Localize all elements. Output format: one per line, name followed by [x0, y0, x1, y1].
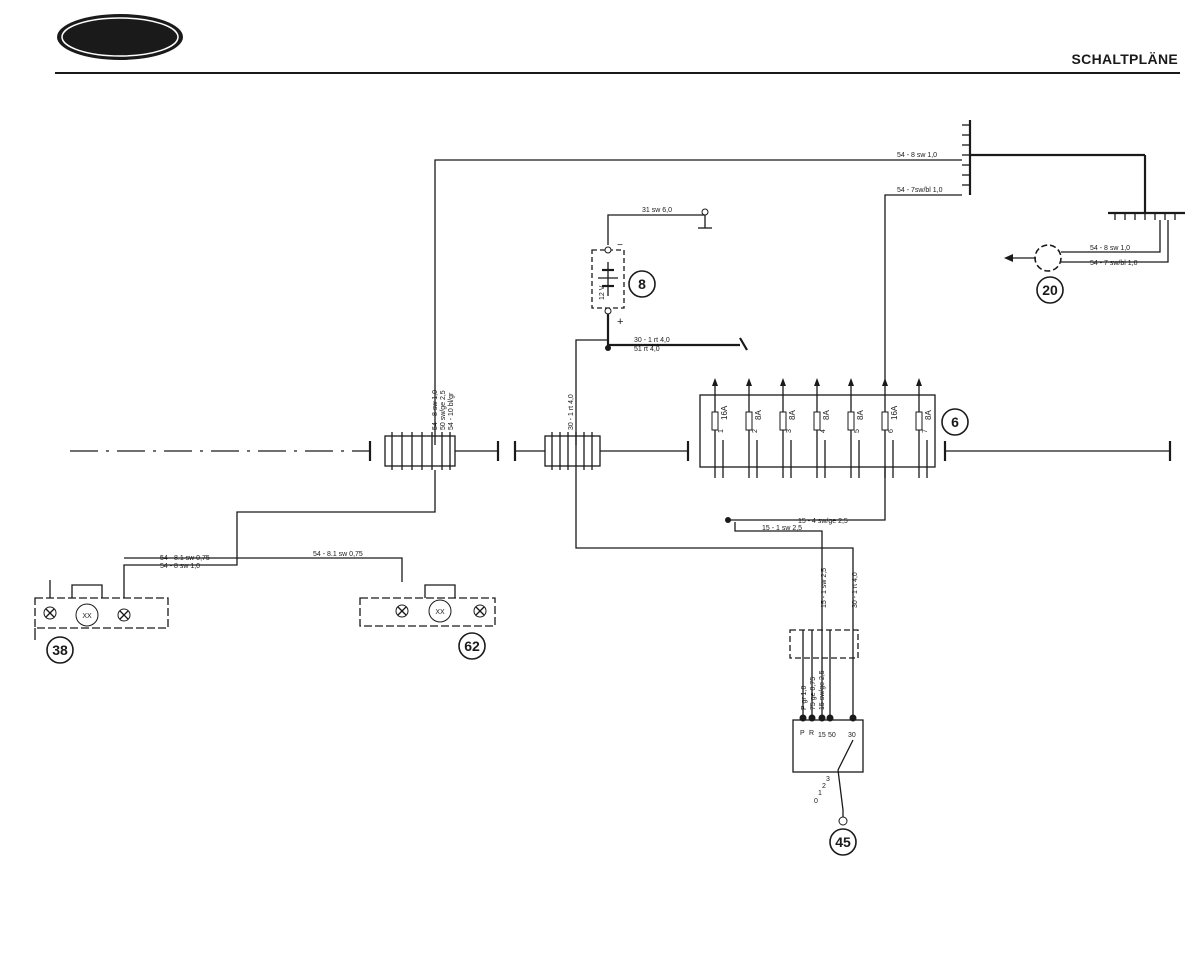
lamp-62: 54 - 8.1 sw 0,75 XX 62: [124, 551, 496, 660]
svg-text:2: 2: [822, 783, 826, 790]
svg-text:54 - 7sw/bl 1,0: 54 - 7sw/bl 1,0: [897, 187, 943, 194]
battery-8: 31 sw 6,0 12 V − + 8 30 - 1 rt 4,0 51 rt…: [568, 207, 748, 445]
fuse-rating: 8A: [856, 410, 865, 420]
ford-logo-text: Ford: [89, 21, 152, 52]
svg-text:54 - 10 bl/gr: 54 - 10 bl/gr: [448, 392, 455, 430]
svg-text:1: 1: [818, 790, 822, 797]
svg-text:0: 0: [814, 798, 818, 805]
fuse-rating: 8A: [822, 410, 831, 420]
fuse-3: 8A 3: [779, 378, 797, 478]
connector-block-1: 54 - 8 sw 1,0 50 sw/ge 2,5 54 - 10 bl/gr: [123, 390, 456, 582]
svg-text:15 sw/ge 2,5: 15 sw/ge 2,5: [819, 670, 826, 710]
svg-text:31 sw 6,0: 31 sw 6,0: [642, 207, 672, 214]
svg-text:30: 30: [848, 732, 856, 739]
fuse-index: 7: [922, 429, 929, 433]
fuse-index: 3: [786, 429, 793, 433]
fuse-index: 5: [854, 429, 861, 433]
svg-text:P gr 1,0: P gr 1,0: [801, 686, 808, 710]
svg-text:15 - 1 sw 2,5: 15 - 1 sw 2,5: [762, 525, 802, 532]
svg-text:R: R: [809, 730, 814, 737]
ground-rail-top: [962, 120, 1185, 220]
ignition-switch-45: 15 - 1 sw 2,5 30 - 1 rt 4,0 P gr 1,0 75 …: [789, 568, 864, 856]
lamp-20-label: 20: [1042, 282, 1058, 298]
fuse-7: 8A 7: [915, 378, 933, 478]
svg-text:54 - 8 sw 1,0: 54 - 8 sw 1,0: [1090, 245, 1130, 252]
fuse-box-6: 16A 1 8A 2 8A 3 8A 4 8A 5 16A 6 8A 7 6 15 - 4 sw/ge 2…: [699, 378, 969, 720]
fuse-rating: 8A: [754, 410, 763, 420]
lamp-38-label: 38: [52, 642, 68, 658]
svg-text:XX: XX: [82, 613, 92, 620]
svg-text:12 V: 12 V: [599, 285, 606, 300]
svg-text:50: 50: [828, 732, 836, 739]
svg-text:3: 3: [826, 776, 830, 783]
svg-text:51 rt 4,0: 51 rt 4,0: [634, 346, 660, 353]
lamp-20: 54 - 8 sw 1,0 54 - 7 sw/bl 1,0 20: [1004, 220, 1169, 304]
fuse-5: 8A 5: [847, 378, 865, 478]
body-line: [70, 441, 1172, 461]
fuse-index: 4: [820, 429, 827, 433]
fuse-index: 2: [752, 429, 759, 433]
ignition-switch-label: 45: [835, 834, 851, 850]
battery-label: 8: [638, 276, 646, 292]
header-rule: [55, 72, 1180, 74]
fuse-box-label: 6: [951, 414, 959, 430]
fuse-2: 8A 2: [745, 378, 763, 478]
fuse-rating: 8A: [788, 410, 797, 420]
svg-text:XX: XX: [435, 609, 445, 616]
svg-text:P: P: [800, 730, 805, 737]
fuse-1: 16A 1: [711, 378, 729, 478]
fuse-index: 1: [718, 429, 725, 433]
svg-text:15 - 1 sw 2,5: 15 - 1 sw 2,5: [821, 568, 828, 608]
svg-text:50 sw/ge 2,5: 50 sw/ge 2,5: [440, 390, 447, 430]
fuse-4: 8A 4: [813, 378, 831, 478]
fuse-rating: 16A: [720, 405, 729, 420]
wire-54-8-top: 54 - 8 sw 1,0 54 - 7sw/bl 1,0: [434, 152, 962, 445]
svg-text:75 ge 0,75: 75 ge 0,75: [810, 677, 817, 710]
fuse-rating: 8A: [924, 410, 933, 420]
fuse-6: 16A 6: [881, 378, 899, 478]
fuse-rating: 16A: [890, 405, 899, 420]
svg-text:15 - 4 sw/ge 2,5: 15 - 4 sw/ge 2,5: [798, 518, 848, 525]
svg-text:+: +: [617, 316, 623, 328]
svg-text:54 - 8 sw 1,0: 54 - 8 sw 1,0: [160, 563, 200, 570]
connector-block-2: [544, 432, 854, 720]
svg-text:30 - 1 rt 4,0: 30 - 1 rt 4,0: [852, 572, 859, 608]
svg-text:30 - 1 rt 4,0: 30 - 1 rt 4,0: [634, 337, 670, 344]
svg-text:15: 15: [818, 732, 826, 739]
ford-logo: Ford: [57, 14, 183, 60]
svg-text:54 - 8 sw 1,0: 54 - 8 sw 1,0: [897, 152, 937, 159]
fuse-index: 6: [888, 429, 895, 433]
svg-text:54 - 8.1 sw 0,75: 54 - 8.1 sw 0,75: [313, 551, 363, 558]
section-title: SCHALTPLÄNE: [1071, 51, 1178, 67]
svg-text:54 - 8 sw 1,0: 54 - 8 sw 1,0: [432, 390, 439, 430]
lamp-62-label: 62: [464, 638, 480, 654]
svg-text:30 - 1 rt 4,0: 30 - 1 rt 4,0: [568, 394, 575, 430]
lamp-38: XX 38 54 - 8.1 sw 0,75 54 - 8 sw 1,0: [34, 555, 210, 664]
svg-text:−: −: [617, 240, 623, 251]
svg-text:54 - 7 sw/bl 1,0: 54 - 7 sw/bl 1,0: [1090, 260, 1138, 267]
